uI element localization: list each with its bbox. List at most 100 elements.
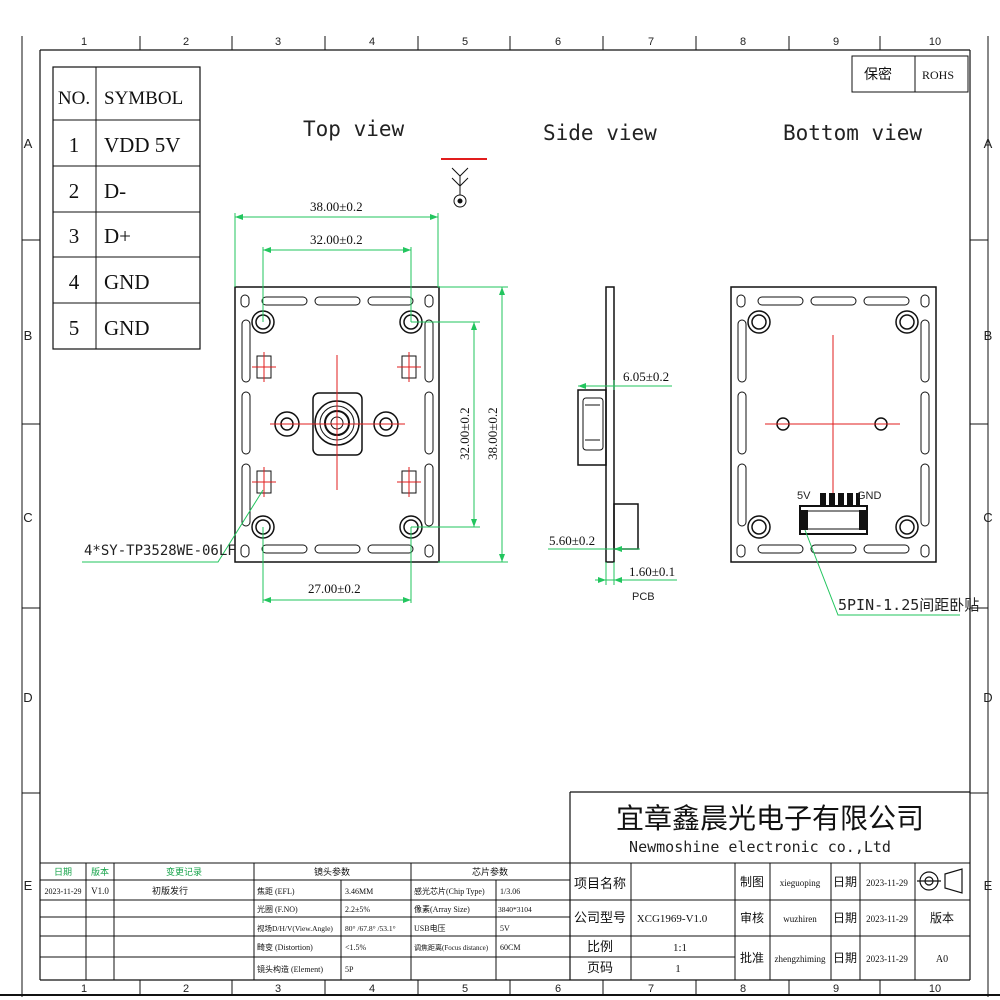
title-block xyxy=(40,862,970,980)
bottom-ruler xyxy=(139,980,881,995)
scale-value: 1:1 xyxy=(673,942,687,954)
col-label-bottom: 10 xyxy=(929,983,941,995)
dim-top-height-outer: 38.00±0.2 xyxy=(485,407,500,460)
secret-label: 保密 xyxy=(864,66,892,83)
chip-param-value: 3840*3104 xyxy=(498,905,532,914)
review-value: wuzhiren xyxy=(783,914,817,924)
row-label-left: C xyxy=(23,510,32,525)
rev-header-date: 日期 xyxy=(54,867,72,877)
row-label-left: E xyxy=(24,878,33,893)
pin-5v-label: 5V xyxy=(797,490,811,502)
draw-label: 制图 xyxy=(740,875,764,889)
col-label-bottom: 2 xyxy=(183,983,189,995)
col-label-top: 4 xyxy=(369,36,375,48)
col-label-top: 5 xyxy=(462,36,468,48)
dim-side-connector: 5.60±0.2 xyxy=(549,533,595,548)
chip-param-label: USB电压 xyxy=(414,923,446,933)
lens-param-value: 80° /67.8° /53.1° xyxy=(345,924,396,933)
table-header-symbol: SYMBOL xyxy=(104,88,183,109)
row-label-left: D xyxy=(23,690,32,705)
col-label-top: 7 xyxy=(648,36,654,48)
col-label-top: 6 xyxy=(555,36,561,48)
draw-value: xieguoping xyxy=(780,878,821,888)
dim-top-width-inner: 32.00±0.2 xyxy=(310,232,363,247)
col-label-bottom: 7 xyxy=(648,983,654,995)
table-header-no: NO. xyxy=(58,88,90,109)
projection-symbol-icon xyxy=(917,868,963,894)
pin-number: 2 xyxy=(69,179,80,203)
lens-param-label: 视场D/H/V(View.Angle) xyxy=(257,923,333,933)
pin-number: 4 xyxy=(69,270,80,294)
version-label: 版本 xyxy=(930,911,954,925)
col-label-bottom: 5 xyxy=(462,983,468,995)
pin-symbol: GND xyxy=(104,270,150,294)
lens-param-label: 镜头构造 (Element) xyxy=(257,964,323,974)
page-label: 页码 xyxy=(587,960,613,975)
rev-record: 初版发行 xyxy=(152,885,188,896)
model-value: XCG1969-V1.0 xyxy=(637,913,708,925)
lens-param-value: 3.46MM xyxy=(345,887,373,896)
col-label-bottom: 4 xyxy=(369,983,375,995)
drawing-frame: 1 2 3 4 5 6 7 8 9 10 1 2 3 4 5 6 7 8 9 1… xyxy=(0,36,1000,997)
lens-param-label: 光圈 (F.NO) xyxy=(257,904,298,914)
row-label-left: A xyxy=(24,136,33,151)
rev-header-version: 版本 xyxy=(91,866,109,877)
date-label: 日期 xyxy=(833,951,857,965)
date-value: 2023-11-29 xyxy=(866,914,908,924)
col-label-top: 9 xyxy=(833,36,839,48)
col-label-bottom: 6 xyxy=(555,983,561,995)
company-block: 宜章鑫晨光电子有限公司 Newmoshine electronic co.,Lt… xyxy=(569,791,970,980)
dim-top-bottom-span: 27.00±0.2 xyxy=(308,581,361,596)
date-value: 2023-11-29 xyxy=(866,878,908,888)
col-label-top: 1 xyxy=(81,36,87,48)
scale-label: 比例 xyxy=(587,939,613,954)
pin-number: 1 xyxy=(69,133,80,157)
date-value: 2023-11-29 xyxy=(866,954,908,964)
row-label-left: B xyxy=(24,328,33,343)
top-view-title: Top view xyxy=(303,117,405,141)
pin-gnd-label: GND xyxy=(857,490,882,502)
dim-top-height-inner: 32.00±0.2 xyxy=(457,407,472,460)
col-label-top: 10 xyxy=(929,36,941,48)
rev-date: 2023-11-29 xyxy=(44,887,81,896)
col-label-bottom: 9 xyxy=(833,983,839,995)
model-label: 公司型号 xyxy=(574,910,626,925)
lens-param-value: 2.2±5% xyxy=(345,905,370,914)
row-label-right: D xyxy=(983,690,992,705)
col-label-bottom: 8 xyxy=(740,983,746,995)
top-ruler xyxy=(139,36,881,50)
pin-symbol: VDD 5V xyxy=(104,133,180,157)
dim-side-lens: 6.05±0.2 xyxy=(623,369,669,384)
version-value: A0 xyxy=(936,954,948,965)
company-name-cn: 宜章鑫晨光电子有限公司 xyxy=(616,803,924,835)
row-label-right: C xyxy=(983,510,992,525)
pin-symbol: GND xyxy=(104,316,150,340)
review-label: 审核 xyxy=(740,910,764,925)
rev-header-record: 变更记录 xyxy=(166,866,202,877)
bottom-view-title: Bottom view xyxy=(783,121,922,145)
lens-params-title: 镜头参数 xyxy=(314,866,350,877)
side-view: 6.05±0.2 5.60±0.2 1.60±0.1 PCB xyxy=(548,286,677,603)
compliance-box: 保密 ROHS xyxy=(851,55,969,93)
col-label-top: 8 xyxy=(740,36,746,48)
pin-symbol-table: NO. SYMBOL 1 VDD 5V 2 D- 3 D+ 4 GND 5 GN… xyxy=(52,66,201,350)
pin-number: 3 xyxy=(69,224,80,248)
date-label: 日期 xyxy=(833,911,857,925)
date-label: 日期 xyxy=(833,875,857,889)
col-label-top: 3 xyxy=(275,36,281,48)
side-view-title: Side view xyxy=(543,121,657,145)
row-label-right: A xyxy=(984,136,993,151)
lens-param-value: <1.5% xyxy=(345,943,367,952)
lens-param-label: 畸变 (Distortion) xyxy=(257,942,313,952)
approve-value: zhengzhiming xyxy=(775,954,826,964)
page-value: 1 xyxy=(675,963,681,975)
top-view: 38.00±0.2 32.00±0.2 27.00±0.2 32.00±0.2 … xyxy=(82,199,508,603)
lens-param-value: 5P xyxy=(345,965,354,974)
chip-param-label: 像素(Array Size) xyxy=(414,904,470,914)
pin-number: 5 xyxy=(69,316,80,340)
col-label-top: 2 xyxy=(183,36,189,48)
connector-icon xyxy=(799,493,868,535)
chip-param-value: 1/3.06 xyxy=(500,887,520,896)
col-label-bottom: 3 xyxy=(275,983,281,995)
